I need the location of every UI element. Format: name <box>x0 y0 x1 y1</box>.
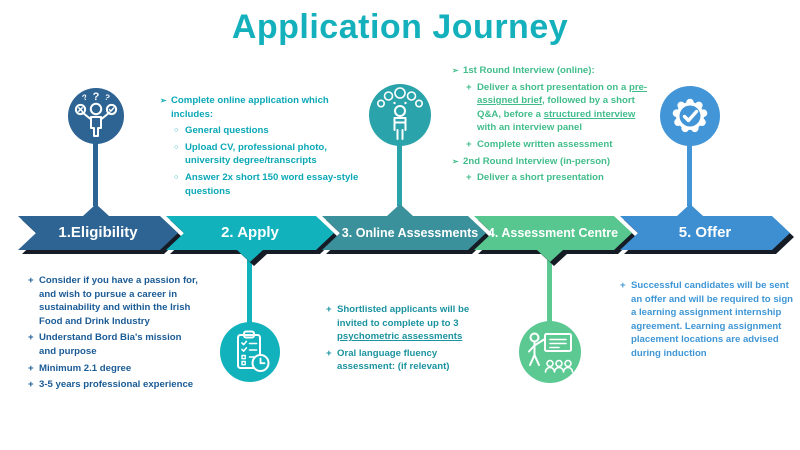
list-item: Understand Bord Bia's mission and purpos… <box>28 331 198 358</box>
chevron-stage-4: 4. Assessment Centre <box>474 204 632 262</box>
list-item: Complete written assessment <box>466 138 648 152</box>
list-item: Minimum 2.1 degree <box>28 362 198 376</box>
stage-1-label: 1.Eligibility <box>58 224 138 241</box>
stage-3-label: 3. Online Assessments <box>341 226 479 240</box>
intro-text: Complete online application which includ… <box>171 95 329 120</box>
note-text: with an interview panel <box>477 122 583 134</box>
chevron-stage-5: 5. Offer <box>620 204 790 262</box>
connector-line-stage-3 <box>397 144 402 206</box>
connector-line-stage-1 <box>93 142 98 206</box>
connector-line-stage-2 <box>247 260 252 324</box>
note-text: Shortlisted applicants will be invited t… <box>337 304 470 329</box>
list-item: Deliver a short presentation <box>466 171 648 185</box>
underlined-text: structured interview <box>543 108 636 120</box>
page-title: Application Journey <box>231 8 569 46</box>
list-item: Complete online application which includ… <box>160 94 372 198</box>
list-item: Deliver a short presentation on a pre-as… <box>466 81 648 135</box>
list-item: 1st Round Interview (online): Deliver a … <box>452 64 648 152</box>
stage-2-notes: Complete online application which includ… <box>160 94 372 201</box>
stage-5-label: 5. Offer <box>678 224 732 241</box>
round-1-heading: 1st Round Interview (online): <box>463 65 595 76</box>
chevron-stage-3: 3. Online Assessments <box>322 204 486 262</box>
note-text: Deliver a short presentation on a <box>477 81 629 93</box>
round-2-heading: 2nd Round Interview (in-person) <box>463 155 611 167</box>
chevron-stage-2: 2. Apply <box>166 204 334 262</box>
stage-4-label: 4. Assessment Centre <box>487 226 619 240</box>
award-badge-check-icon <box>660 86 720 146</box>
stage-1-notes: Consider if you have a passion for, and … <box>28 274 198 395</box>
list-item: Successful candidates will be sent an of… <box>620 279 800 361</box>
connector-line-stage-4 <box>547 260 552 323</box>
person-deciding-icon: ? ? ? <box>68 88 124 144</box>
stage-5-notes: Successful candidates will be sent an of… <box>620 279 800 364</box>
list-item: Shortlisted applicants will be invited t… <box>326 303 478 344</box>
chevron-stage-1: 1.Eligibility <box>18 204 178 262</box>
stage-4-notes: 1st Round Interview (online): Deliver a … <box>452 64 648 188</box>
list-item: Consider if you have a passion for, and … <box>28 274 198 328</box>
list-item: 3-5 years professional experience <box>28 378 198 392</box>
list-item: Upload CV, professional photo, universit… <box>174 141 372 168</box>
note-text: , followed by a short Q&A, before a <box>477 95 635 120</box>
underlined-text: pre-assigned brief <box>477 81 648 107</box>
svg-text:?: ? <box>103 92 111 102</box>
list-item: 2nd Round Interview (in-person) Deliver … <box>452 155 648 185</box>
stage-2-label: 2. Apply <box>221 224 279 241</box>
presentation-icon <box>519 321 581 383</box>
svg-text:?: ? <box>81 92 89 102</box>
svg-text:?: ? <box>93 91 100 103</box>
thinking-person-icon <box>369 84 431 146</box>
list-item: General questions <box>174 124 372 138</box>
list-item: Oral language fluency assessment: (if re… <box>326 347 478 374</box>
list-item: Answer 2x short 150 word essay-style que… <box>174 171 372 198</box>
application-checklist-icon <box>220 322 280 382</box>
connector-line-stage-5 <box>687 144 692 206</box>
stage-3-notes: Shortlisted applicants will be invited t… <box>326 303 478 377</box>
underlined-text: psychometric assessments <box>337 331 463 343</box>
